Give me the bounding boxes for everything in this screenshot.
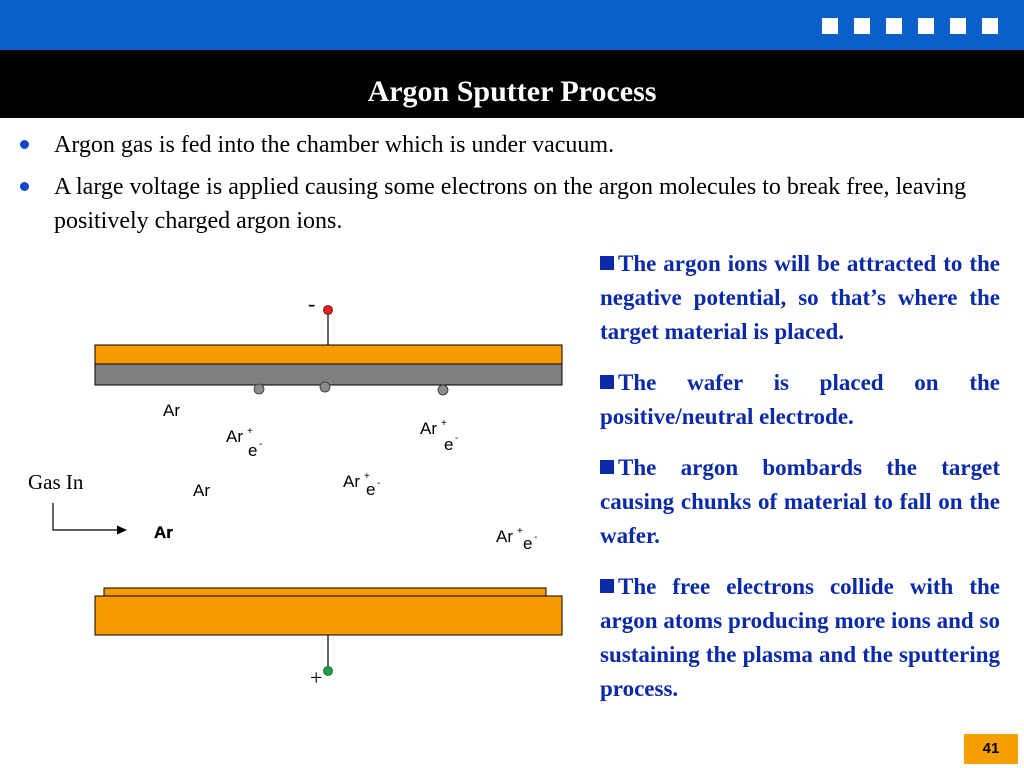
bullet-text: A large voltage is applied causing some … [54,174,967,234]
square-icon [822,18,838,34]
sputter-diagram: - Ar Ar + e - Ar + e - Ar Ar + e - Ar Ar… [28,291,563,690]
electron-charge-sup: - [377,478,380,489]
bullet-item: A large voltage is applied causing some … [20,170,1010,238]
sputtered-particle [319,381,331,393]
title-bar: Argon Sputter Process [0,50,1024,118]
side-point: The argon bombards the target causing ch… [600,451,1000,553]
side-point-text: The argon ions will be attracted to the … [600,251,1000,344]
electron-charge-sup: - [455,433,458,444]
argon-atom-label: Ar [154,523,173,542]
electron-label: e [366,480,375,499]
gas-in-label: Gas In [28,470,84,494]
positive-terminal [323,666,333,676]
side-point-text: The wafer is placed on the positive/neut… [600,370,1000,429]
square-bullet-icon [600,375,614,389]
electron-label: e [248,441,257,460]
square-icon [982,18,998,34]
argon-ion-label: Ar [226,427,243,446]
argon-ion-label: Ar [343,472,360,491]
argon-ion-label: Ar [496,527,513,546]
negative-terminal [323,305,333,315]
sputtered-particle [253,383,265,395]
side-point: The wafer is placed on the positive/neut… [600,366,1000,434]
electron-label: e [523,534,532,553]
bullet-dot-icon [20,140,29,149]
ion-charge-sup: + [441,418,447,429]
sputtered-particle [437,384,449,396]
ion-charge-sup: + [364,471,370,482]
decorative-squares [822,18,998,34]
side-points: The argon ions will be attracted to the … [600,247,1000,723]
bottom-electrode [94,595,563,636]
top-bar [0,0,1024,50]
bullet-dot-icon [20,182,29,191]
electron-charge-sup: - [534,532,537,543]
square-icon [918,18,934,34]
electron-label: e [444,435,453,454]
slide-title: Argon Sputter Process [367,75,657,109]
square-bullet-icon [600,256,614,270]
arrow-head-icon [117,525,127,535]
electron-charge-sup: - [259,439,262,450]
bullet-item: Argon gas is fed into the chamber which … [20,128,1010,162]
minus-label: - [308,291,315,316]
ion-charge-sup: + [517,526,523,537]
argon-ion-label: Ar [420,419,437,438]
bullet-text: Argon gas is fed into the chamber which … [54,132,615,158]
target-material [94,363,563,386]
side-point: The free electrons collide with the argo… [600,570,1000,706]
argon-atom-label: Ar [163,401,180,420]
side-point-text: The free electrons collide with the argo… [600,574,1000,701]
argon-atom-label: Ar [193,481,210,500]
side-point: The argon ions will be attracted to the … [600,247,1000,349]
top-electrode [94,344,563,365]
page-number-badge: 41 [964,734,1018,764]
square-bullet-icon [600,460,614,474]
square-icon [854,18,870,34]
bullet-list: Argon gas is fed into the chamber which … [20,128,1010,246]
plus-label: + [310,665,322,690]
square-icon [886,18,902,34]
ion-charge-sup: + [247,426,253,437]
side-point-text: The argon bombards the target causing ch… [600,455,1000,548]
gas-inlet-arrow [52,503,120,531]
page-number: 41 [982,740,1000,757]
square-bullet-icon [600,579,614,593]
square-icon [950,18,966,34]
wafer [103,587,547,597]
